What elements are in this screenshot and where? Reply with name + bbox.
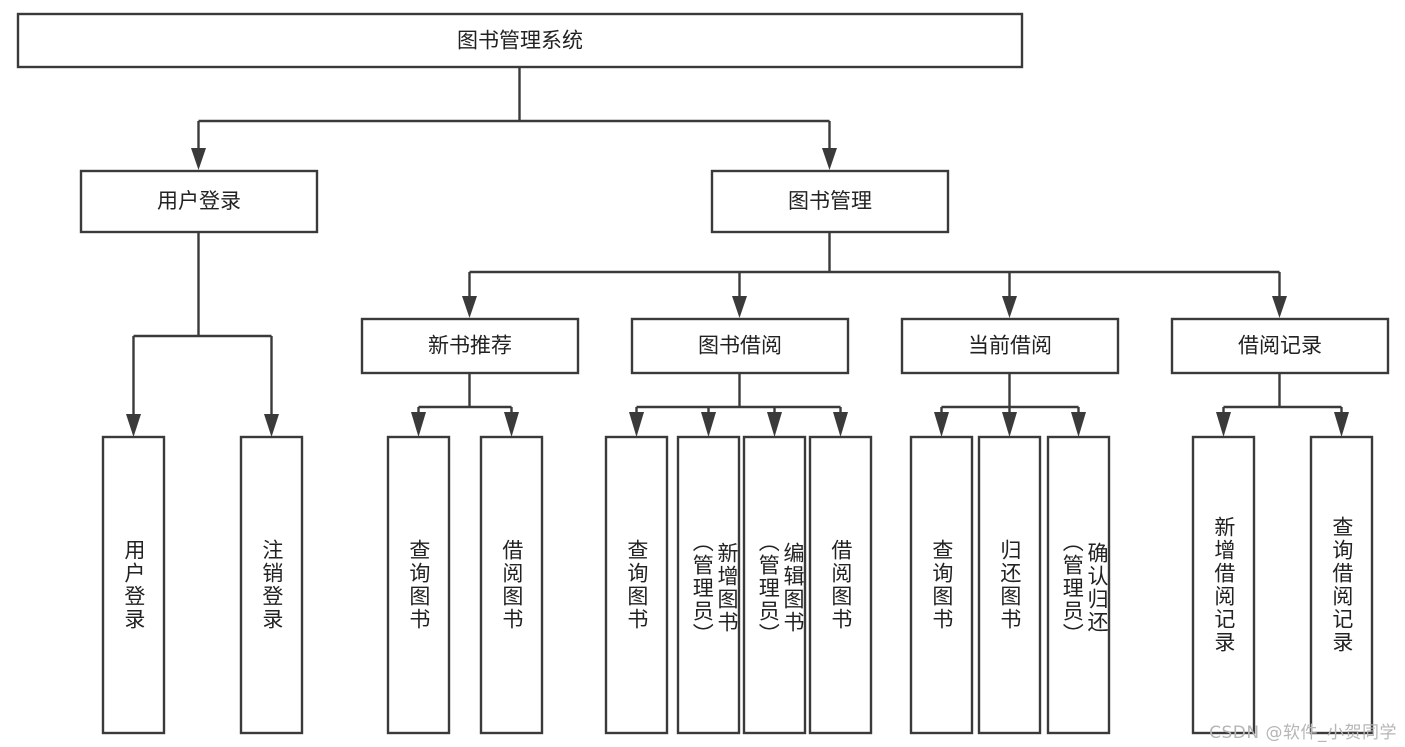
connector-group-current-borrow: [934, 373, 1086, 437]
node-leaf-edit-book-box[interactable]: [742, 435, 807, 735]
node-leaf-edit-book-label: 编辑图书 （管理员）: [756, 530, 805, 646]
node-leaf-query-book-3-label: 查询图书: [929, 539, 954, 631]
node-book-borrow-box[interactable]: [630, 317, 850, 375]
connector-group-book-borrow: [629, 373, 848, 437]
arrow-head-book-borrow: [732, 296, 747, 318]
node-root-label: 图书管理系统: [457, 29, 583, 53]
node-leaf-add-book-label: 新增图书 （管理员）: [690, 530, 739, 646]
arrow-head-current-borrow: [1002, 296, 1017, 318]
node-leaf-query-book-1-label: 查询图书: [406, 539, 431, 631]
arrow-head-leaf-query-book-2: [629, 412, 644, 437]
node-leaf-logout-label: 注销登录: [259, 539, 284, 631]
arrow-head-leaf-confirm-return: [1071, 412, 1086, 437]
arrow-head-leaf-query-book-1: [411, 412, 426, 437]
node-leaf-borrow-book-2-box[interactable]: [808, 435, 873, 735]
node-leaf-return-book-label: 归还图书: [997, 539, 1022, 631]
node-leaf-borrow-book-1-label: 借阅图书: [499, 539, 524, 631]
arrow-head-leaf-add-book: [701, 412, 716, 437]
node-new-book-rec-label: 新书推荐: [428, 334, 512, 358]
node-user-login-box[interactable]: [79, 169, 319, 234]
arrow-head-leaf-borrow-book-1: [504, 412, 519, 437]
node-book-manage[interactable]: 图书管理: [710, 169, 950, 234]
node-root-box[interactable]: [16, 12, 1024, 69]
node-user-login-label: 用户登录: [157, 189, 241, 213]
node-borrow-record-box[interactable]: [1170, 317, 1390, 375]
arrow-head-leaf-query-book-3: [934, 412, 949, 437]
node-leaf-borrow-book-2-label: 借阅图书: [828, 539, 853, 631]
node-book-borrow[interactable]: 图书借阅: [630, 317, 850, 375]
node-current-borrow-label: 当前借阅: [968, 334, 1052, 358]
node-leaf-confirm-return-box[interactable]: [1046, 435, 1111, 735]
node-leaf-query-book-2-box[interactable]: [604, 435, 669, 735]
node-current-borrow[interactable]: 当前借阅: [900, 317, 1120, 375]
node-leaf-query-book-2-label: 查询图书: [624, 539, 649, 631]
node-leaf-confirm-return-label: 确认归还 （管理员）: [1060, 530, 1109, 646]
connector-group-book-manage: [462, 232, 1287, 318]
arrow-head-leaf-borrow-book-2: [833, 412, 848, 437]
node-leaf-query-book-3-box[interactable]: [909, 435, 974, 735]
node-leaf-add-book-box[interactable]: [676, 435, 741, 735]
node-root[interactable]: 图书管理系统: [16, 12, 1024, 69]
connector-group-user-login: [126, 232, 279, 437]
node-user-login[interactable]: 用户登录: [79, 169, 319, 234]
arrow-head-user-login: [191, 148, 206, 170]
arrow-head-new-book-rec: [462, 296, 477, 318]
node-leaf-query-record-box[interactable]: [1309, 435, 1374, 735]
node-leaf-user-login-box[interactable]: [101, 435, 166, 735]
arrow-head-leaf-add-record: [1216, 412, 1231, 437]
arrow-head-leaf-user-login: [126, 414, 141, 437]
arrow-head-borrow-record: [1272, 296, 1287, 318]
node-book-borrow-label: 图书借阅: [698, 334, 782, 358]
node-current-borrow-box[interactable]: [900, 317, 1120, 375]
node-leaf-add-record-box[interactable]: [1191, 435, 1256, 735]
node-leaf-query-record-label: 查询借阅记录: [1329, 516, 1354, 654]
node-borrow-record[interactable]: 借阅记录: [1170, 317, 1390, 375]
node-leaf-borrow-book-1-box[interactable]: [479, 435, 544, 735]
arrow-head-leaf-return-book: [1002, 412, 1017, 437]
connector-group-root: [191, 67, 837, 170]
node-leaf-user-login-label: 用户登录: [121, 539, 146, 631]
node-new-book-rec-box[interactable]: [360, 317, 580, 375]
node-leaf-logout-box[interactable]: [239, 435, 304, 735]
arrow-head-leaf-edit-book: [767, 412, 782, 437]
node-new-book-rec[interactable]: 新书推荐: [360, 317, 580, 375]
node-leaf-add-record-label: 新增借阅记录: [1211, 516, 1236, 654]
node-borrow-record-label: 借阅记录: [1238, 334, 1322, 358]
node-leaf-query-book-1-box[interactable]: [386, 435, 451, 735]
node-book-manage-label: 图书管理: [788, 189, 872, 213]
node-book-manage-box[interactable]: [710, 169, 950, 234]
watermark-text: CSDN @软件_小贺同学: [1209, 723, 1397, 743]
connector-group-new-book-rec: [411, 373, 519, 437]
node-leaf-return-book-box[interactable]: [977, 435, 1042, 735]
arrow-head-leaf-logout: [264, 414, 279, 437]
arrow-head-book-manage: [822, 148, 837, 170]
connector-group-borrow-record: [1216, 373, 1349, 437]
arrow-head-leaf-query-record: [1334, 412, 1349, 437]
